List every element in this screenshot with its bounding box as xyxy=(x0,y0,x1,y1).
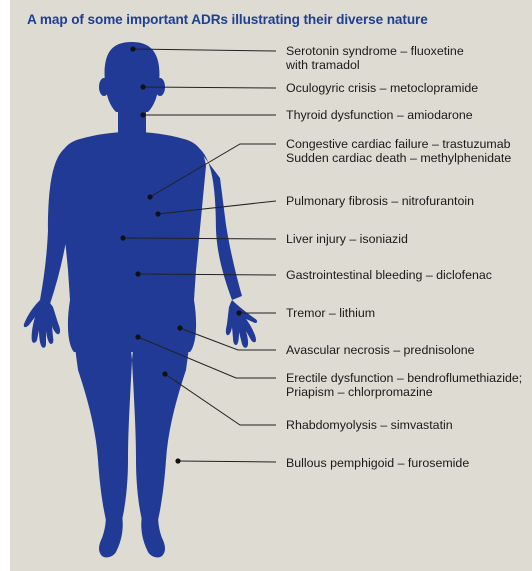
adr-label: Oculogyric crisis – metoclopramide xyxy=(286,81,478,95)
torso-shape xyxy=(58,132,206,352)
pointer-dot xyxy=(147,194,152,199)
adr-label-line: Oculogyric crisis – metoclopramide xyxy=(286,81,478,95)
pointer-dot xyxy=(140,84,145,89)
pointer-dot xyxy=(140,112,145,117)
pointer-dot xyxy=(120,235,125,240)
adr-label-line: Avascular necrosis – prednisolone xyxy=(286,343,475,357)
adr-label-line: Rhabdomyolysis – simvastatin xyxy=(286,418,453,432)
head-shape xyxy=(105,42,160,112)
adr-label-line: Liver injury – isoniazid xyxy=(286,232,408,246)
adr-label-line: with tramadol xyxy=(286,58,464,72)
pointer-dot xyxy=(162,371,167,376)
adr-label: Tremor – lithium xyxy=(286,306,375,320)
adr-label: Serotonin syndrome – fluoxetine with tra… xyxy=(286,44,464,72)
adr-label: Avascular necrosis – prednisolone xyxy=(286,343,475,357)
pointer-dot xyxy=(135,334,140,339)
neck-shape xyxy=(118,106,146,136)
adr-label-line: Thyroid dysfunction – amiodarone xyxy=(286,108,473,122)
adr-label: Gastrointestinal bleeding – diclofenac xyxy=(286,268,492,282)
adr-label: Liver injury – isoniazid xyxy=(286,232,408,246)
adr-label: Pulmonary fibrosis – nitrofurantoin xyxy=(286,194,474,208)
adr-label-line: Erectile dysfunction – bendroflumethiazi… xyxy=(286,371,522,385)
adr-label: Congestive cardiac failure – trastuzumab… xyxy=(286,137,511,165)
pointer-dot xyxy=(177,325,182,330)
left-ear-shape xyxy=(99,78,109,96)
diagram-title: A map of some important ADRs illustratin… xyxy=(27,12,428,27)
adr-label-line: Congestive cardiac failure – trastuzumab xyxy=(286,137,511,151)
pointer-dot xyxy=(155,211,160,216)
adr-label: Bullous pemphigoid – furosemide xyxy=(286,456,469,470)
adr-label: Rhabdomyolysis – simvastatin xyxy=(286,418,453,432)
adr-label-line: Sudden cardiac death – methylphenidate xyxy=(286,151,511,165)
adr-label-line: Pulmonary fibrosis – nitrofurantoin xyxy=(286,194,474,208)
adr-label-line: Bullous pemphigoid – furosemide xyxy=(286,456,469,470)
adr-label-line: Tremor – lithium xyxy=(286,306,375,320)
adr-map-panel: A map of some important ADRs illustratin… xyxy=(10,0,532,571)
pointer-dot xyxy=(135,271,140,276)
adr-label-line: Gastrointestinal bleeding – diclofenac xyxy=(286,268,492,282)
pointer-dot xyxy=(236,310,241,315)
adr-label: Erectile dysfunction – bendroflumethiazi… xyxy=(286,371,522,399)
adr-label-line: Priapism – chlorpromazine xyxy=(286,385,522,399)
pointer-dot xyxy=(130,46,135,51)
pointer-dot xyxy=(175,458,180,463)
adr-label: Thyroid dysfunction – amiodarone xyxy=(286,108,473,122)
adr-label-line: Serotonin syndrome – fluoxetine xyxy=(286,44,464,58)
